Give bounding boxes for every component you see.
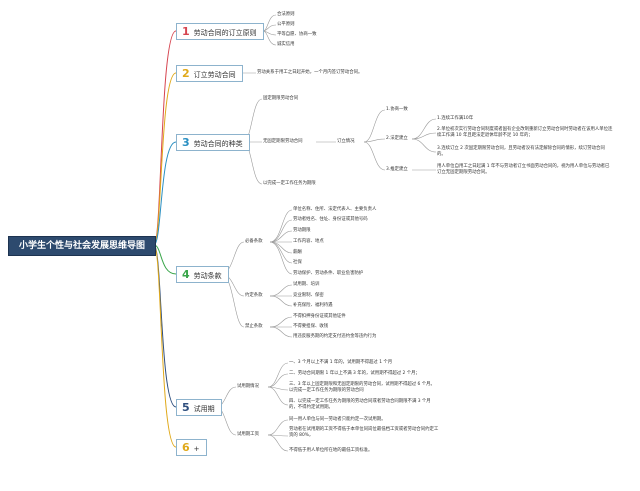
- clause-item[interactable]: 不得扣押身份证或其他证件: [293, 314, 346, 319]
- topic-number: 2: [182, 67, 190, 80]
- topic-six[interactable]: 6+: [176, 439, 207, 456]
- topic-number: 1: [182, 25, 190, 38]
- topic-label: +: [193, 445, 200, 453]
- clause-item[interactable]: 试用期、培训: [293, 282, 320, 287]
- principle-item[interactable]: 平等自愿、协商一致: [277, 32, 317, 37]
- clause-item[interactable]: 单位名称、住所、法定代表人、主要负责人: [293, 207, 377, 212]
- principle-item[interactable]: 公平原则: [277, 22, 295, 27]
- probation-limits[interactable]: 试用期情况: [237, 384, 259, 389]
- mandatory-clauses[interactable]: 必备条款: [245, 239, 263, 244]
- task-term-contract[interactable]: 以完成一定工作任务为期限: [263, 181, 316, 186]
- topic-number: 6: [182, 441, 190, 454]
- probation-rule[interactable]: 一、3 个月以上不满 1 年的，试用期不得超过 1 个月: [289, 360, 393, 365]
- wage-rule[interactable]: 同一用人单位与同一劳动者只能约定一次试用期。: [289, 417, 386, 422]
- agreed-clauses[interactable]: 约定条款: [245, 293, 263, 298]
- statutory-condition[interactable]: 1.连续工作满10年: [437, 116, 474, 121]
- clause-item[interactable]: 薪酬: [293, 250, 302, 255]
- open-ended-contract[interactable]: 无固定期限劳动合同: [263, 139, 303, 144]
- topic-number: 3: [182, 136, 190, 149]
- signing-cases[interactable]: 订立情况: [337, 139, 355, 144]
- probation-rule[interactable]: 三、3 年以上固定期限和无固定期限的劳动合同，试用期不得超过 6 个月。以完成一…: [289, 382, 435, 393]
- clause-item[interactable]: 竞业限制、保密: [293, 293, 324, 298]
- central-topic[interactable]: 小学生个性与社会发展思维导图: [8, 236, 156, 256]
- clause-item[interactable]: 劳动者姓名、住址、身份证或其他号码: [293, 217, 368, 222]
- probation-rule[interactable]: 四、以完成一定工作任务为期限的劳动合同或者劳动合同期限不满 3 个月的，不得约定…: [289, 399, 431, 410]
- case-presumed[interactable]: 3.推定建立: [386, 167, 408, 172]
- topic-label: 试用期: [193, 405, 215, 413]
- clause-item[interactable]: 不得要担保、收钱: [293, 324, 329, 329]
- wage-rule[interactable]: 不得低于用人单位所在地的最低工资标准。: [289, 448, 373, 453]
- topic-label: 劳动合同的订立原则: [193, 29, 257, 37]
- prohibited-clauses[interactable]: 禁止条款: [245, 324, 263, 329]
- presumed-condition[interactable]: 用人单位自用工之日起满 1 年不与劳动者订立书面劳动合同的，视为用人单位与劳动者…: [437, 164, 610, 175]
- statutory-condition[interactable]: 2.单位初次实行劳动合同制度或者国有企业改制重新订立劳动合同时劳动者在该用人单位…: [437, 127, 613, 138]
- clause-item[interactable]: 社保: [293, 260, 302, 265]
- topic-label: 订立劳动合同: [193, 71, 236, 79]
- wage-rule[interactable]: 劳动者在试用期的工资不得低于本单位同岗位最低档工资或者劳动合同约定工资的 80%…: [289, 427, 439, 438]
- clause-item[interactable]: 劳动期限: [293, 228, 311, 233]
- principle-item[interactable]: 合法原则: [277, 12, 295, 17]
- topic-number: 4: [182, 268, 190, 281]
- clause-item[interactable]: 劳动保护、劳动条件、职业危害防护: [293, 271, 364, 276]
- topic-label: 劳动合同的种类: [193, 140, 243, 148]
- case-negotiated[interactable]: 1.协商一致: [386, 107, 408, 112]
- clause-item[interactable]: 用违反服务期的约定支付违约金等违约行为: [293, 334, 377, 339]
- fixed-term-contract[interactable]: 固定期限劳动合同: [263, 96, 299, 101]
- probation-wage[interactable]: 试用期工资: [237, 432, 259, 437]
- statutory-condition[interactable]: 3.连续订立 2 次固定期限劳动合同，且劳动者没有法定解除合同的情形，续订劳动合…: [437, 146, 605, 157]
- principle-item[interactable]: 诚实信用: [277, 42, 295, 47]
- topic-number: 5: [182, 401, 190, 414]
- clause-item[interactable]: 补充保险、福利待遇: [293, 303, 333, 308]
- contract-note[interactable]: 劳动关系于用工之日起开始，一个月内签订劳动合同。: [257, 70, 363, 75]
- case-statutory[interactable]: 2.法定建立: [386, 136, 408, 141]
- clause-item[interactable]: 工作内容、地点: [293, 239, 324, 244]
- topic-label: 劳动条款: [193, 272, 222, 280]
- probation-rule[interactable]: 二、劳动合同期限 1 年以上不满 3 年的，试用期不得超过 2 个月；: [289, 371, 420, 376]
